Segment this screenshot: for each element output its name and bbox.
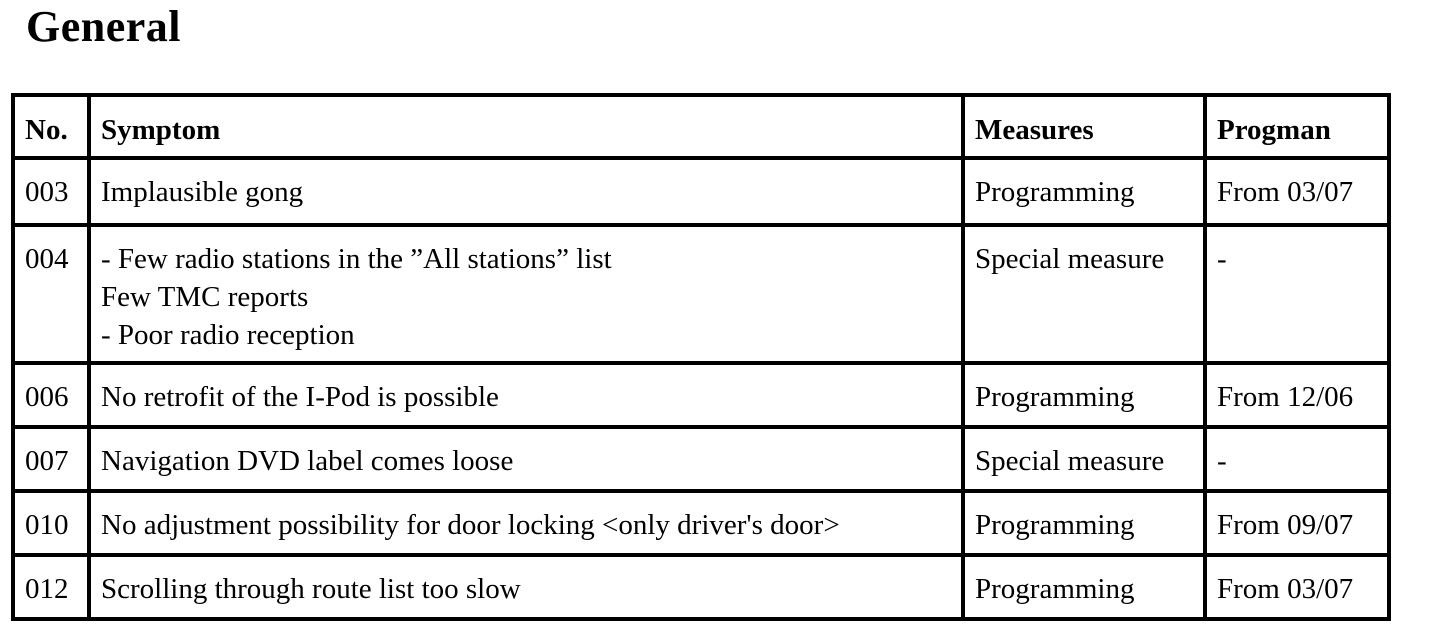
row-symptom: Implausible gong [91, 160, 965, 227]
header-progman: Progman [1207, 97, 1391, 160]
row-progman: From 03/07 [1207, 160, 1391, 227]
row-number: 010 [15, 493, 91, 557]
symptom-table: No. Symptom Measures Progman 003 Implaus… [11, 93, 1391, 621]
row-progman: From 12/06 [1207, 365, 1391, 429]
row-measures: Special measure [965, 429, 1207, 493]
symptom-text: No retrofit of the I-Pod is possible [101, 381, 499, 413]
page-title: General [26, 2, 182, 51]
table-row: 007 Navigation DVD label comes loose Spe… [15, 429, 1391, 493]
row-number: 007 [15, 429, 91, 493]
symptom-text: - Few radio stations in the ”All station… [101, 243, 612, 275]
row-symptom: Scrolling through route list too slow [91, 557, 965, 621]
row-progman: - [1207, 429, 1391, 493]
table-row: 003 Implausible gong Programming From 03… [15, 160, 1391, 227]
row-symptom: No retrofit of the I-Pod is possible [91, 365, 965, 429]
row-number: 012 [15, 557, 91, 621]
row-measures: Programming [965, 557, 1207, 621]
symptom-text: No adjustment possibility for door locki… [101, 509, 840, 541]
table-row: 012 Scrolling through route list too slo… [15, 557, 1391, 621]
table-row: 004 - Few radio stations in the ”All sta… [15, 227, 1391, 365]
table-row: 006 No retrofit of the I-Pod is possible… [15, 365, 1391, 429]
header-no: No. [15, 97, 91, 160]
table-header-row: No. Symptom Measures Progman [15, 97, 1391, 160]
row-number: 004 [15, 227, 91, 365]
row-measures: Programming [965, 365, 1207, 429]
row-measures: Programming [965, 493, 1207, 557]
row-measures: Programming [965, 160, 1207, 227]
row-progman: From 09/07 [1207, 493, 1391, 557]
row-progman: From 03/07 [1207, 557, 1391, 621]
table-row: 010 No adjustment possibility for door l… [15, 493, 1391, 557]
row-measures: Special measure [965, 227, 1207, 365]
row-number: 006 [15, 365, 91, 429]
header-measures: Measures [965, 97, 1207, 160]
row-symptom: No adjustment possibility for door locki… [91, 493, 965, 557]
row-progman: - [1207, 227, 1391, 365]
row-symptom: - Few radio stations in the ”All station… [91, 227, 965, 365]
symptom-text: Few TMC reports [101, 281, 309, 313]
row-symptom: Navigation DVD label comes loose [91, 429, 965, 493]
header-symptom: Symptom [91, 97, 965, 160]
row-number: 003 [15, 160, 91, 227]
symptom-text: - Poor radio reception [101, 319, 355, 351]
symptom-text: Navigation DVD label comes loose [101, 445, 514, 477]
symptom-text: Scrolling through route list too slow [101, 573, 521, 605]
symptom-text: Implausible gong [101, 176, 304, 208]
